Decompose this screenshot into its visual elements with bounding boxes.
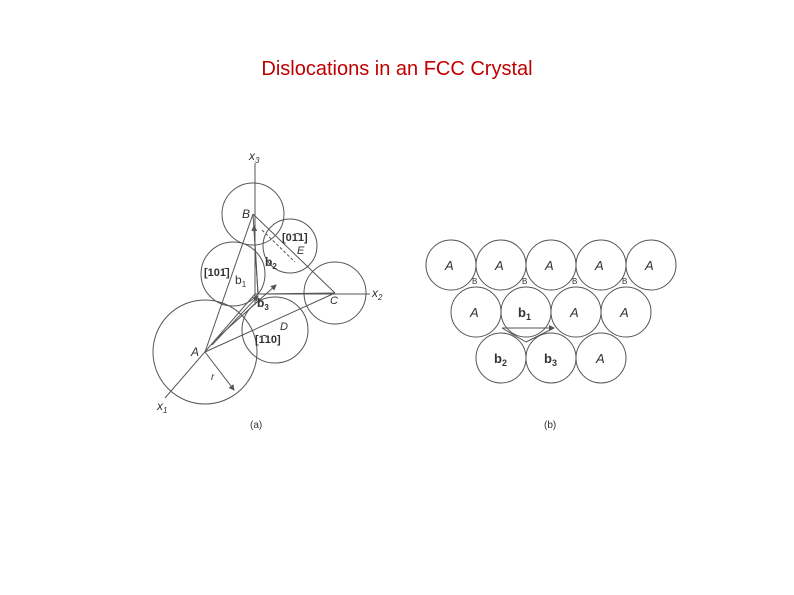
row3-label: b3 [544,351,557,368]
figure-a: x3 x2 x1 B E C D A r [01̄1] [101̄] [1̄10… [152,149,383,431]
layer-b-atom [575,332,627,384]
row1-small-label: B [472,277,477,286]
edge-bc [252,213,336,294]
row2-label: A [619,305,629,320]
row1-small-label: B [622,277,627,286]
row1-small-label: B [522,277,527,286]
layer-b-atom [625,239,677,291]
row1-label: A [494,258,504,273]
edge-e-dashed [261,229,296,263]
atom-circle-a [152,299,258,405]
point-e-label: E [297,245,305,257]
row1-label: A [444,258,454,273]
atom-circle-e [262,218,318,274]
axis-x1 [164,293,256,399]
figure-b: A A A A A B B B B A b1 A A b2 b3 A (b) [425,239,677,431]
atom-circle-101 [200,241,266,307]
direction-011-label: [01̄1] [282,232,308,244]
vector-b2-arrow [251,225,259,295]
radius-label: r [211,372,215,383]
row2-label: b1 [518,305,531,322]
row2-label: A [569,305,579,320]
vector-b1-label: b1 [235,273,247,289]
b2-vector-line [501,327,527,343]
vector-b3-label: b3 [257,296,269,312]
atom-circle-b [221,182,285,246]
b3-vector-line [525,327,555,343]
row3-label: b2 [494,351,507,368]
row1-label: A [544,258,554,273]
row1-label: A [644,258,654,273]
layer-b-atom [600,286,652,338]
edge-ab [204,213,254,353]
atom-circle-d [241,296,309,364]
vector-b1-arrow [211,295,259,346]
point-a-label: A [190,345,199,359]
row3-label: A [595,351,605,366]
x1-label: x1 [156,399,167,415]
edge-ac [204,292,336,353]
point-c-label: C [330,295,338,307]
row1-label: A [594,258,604,273]
direction-110-label: [1̄10] [255,334,281,346]
row2-label: A [469,305,479,320]
vector-b2-label: b2 [265,255,277,271]
x3-label: x3 [248,149,260,165]
point-d-label: D [280,321,288,333]
figure-b-caption: (b) [544,420,556,431]
x2-label: x2 [371,286,383,302]
figure-a-caption: (a) [250,420,262,431]
point-b-label: B [242,207,250,221]
direction-101-label: [101̄] [204,267,230,279]
radius-arrow [204,351,235,391]
vector-b3-arrow [214,284,277,341]
edge-center-c [257,292,336,295]
row1-small-label: B [572,277,577,286]
slide-title: Dislocations in an FCC Crystal [261,58,533,80]
